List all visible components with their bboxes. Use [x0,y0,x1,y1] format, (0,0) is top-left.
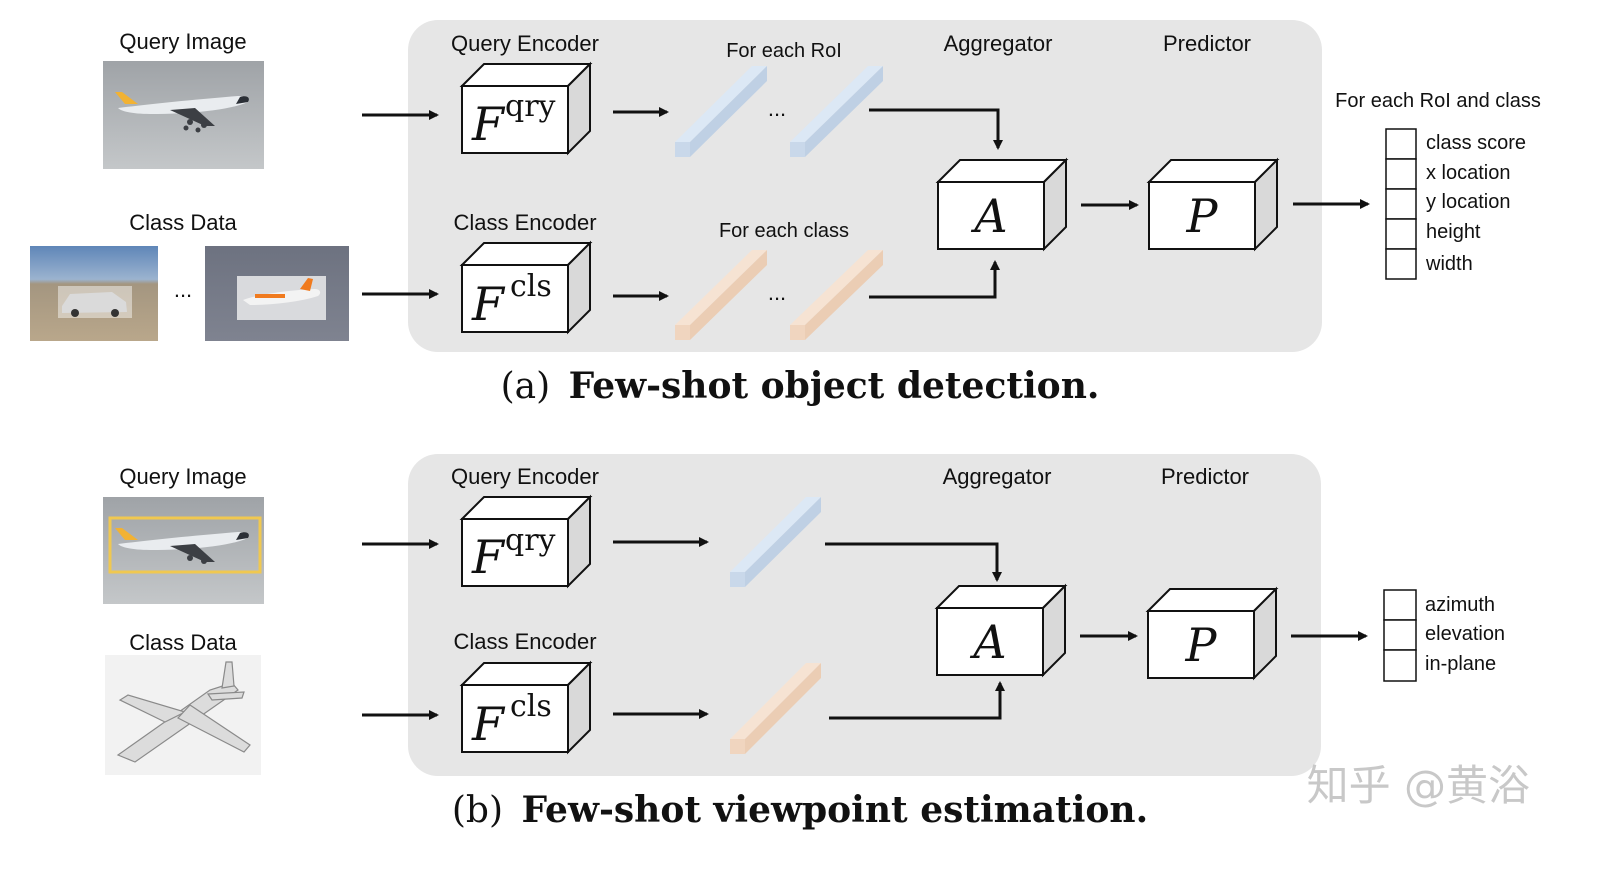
class-feature-b [730,663,821,754]
class-encoder-box-b: F cls [459,660,593,755]
query-encoder-superscript-b: qry [505,523,556,558]
class-encoder-label-b: Class Encoder [453,629,596,654]
query-encoder-label-b: Query Encoder [451,464,599,489]
caption-b-tag: (b) [452,790,503,831]
aggregator-box: A [935,157,1069,252]
query-encoder-label: Query Encoder [451,31,599,56]
output-vector-b [1383,589,1417,682]
cad-model-image [105,655,261,775]
panel-a-background [408,20,1322,352]
aggregator-label-b: Aggregator [943,464,1052,489]
predictor-symbol-b: P [1185,618,1218,672]
aggregator-symbol-b: A [969,615,1006,669]
aggregator-label: Aggregator [944,31,1053,56]
caption-a: (a) Few-shot object detection. [501,365,1100,407]
output-width: width [1425,253,1473,275]
output-azimuth: azimuth [1425,594,1495,616]
query-encoder-symbol-b: F [471,530,506,584]
query-encoder-box: F qry [459,61,593,156]
class-data-label-b: Class Data [129,630,237,655]
roi-feature-ellipsis: ... [768,96,786,121]
bounding-box [108,516,262,574]
class-encoder-symbol: F [471,277,506,331]
watermark: 知乎 @黄浴 [1307,761,1530,810]
class-feature-last [790,250,883,340]
query-encoder-symbol: F [471,97,506,151]
output-x-location: x location [1426,162,1511,184]
class-image-plane [205,246,349,341]
class-image-car [30,246,158,341]
query-feature-b [730,497,821,587]
output-elevation: elevation [1425,623,1505,645]
class-encoder-superscript-b: cls [510,689,552,724]
predictor-symbol: P [1186,189,1219,243]
for-each-roi-label: For each RoI [726,40,842,62]
caption-b: (b) Few-shot viewpoint estimation. [452,789,1148,831]
caption-b-text: Few-shot viewpoint estimation. [521,789,1148,831]
class-feature-ellipsis: ... [768,280,786,305]
output-height: height [1426,221,1481,243]
class-encoder-box: F cls [459,240,593,335]
query-encoder-box-b: F qry [459,494,593,589]
predictor-box: P [1146,157,1280,252]
airplane-icon [115,92,249,133]
panel-b: Query Image Class Data [103,454,1505,831]
aggregator-box-b: A [934,583,1068,678]
panel-b-background [408,454,1321,776]
predictor-label: Predictor [1163,31,1251,56]
class-encoder-label: Class Encoder [453,210,596,235]
for-each-class-label: For each class [719,220,849,242]
query-image-label-b: Query Image [119,464,246,489]
output-vector-a [1385,128,1417,280]
class-data-label: Class Data [129,210,237,235]
aggregator-symbol: A [970,189,1007,243]
output-header: For each RoI and class [1335,90,1541,112]
caption-a-tag: (a) [501,366,551,407]
panel-a: Query Image Class Data ... [30,20,1541,407]
output-y-location: y location [1426,191,1511,213]
output-in-plane: in-plane [1425,653,1496,675]
roi-feature-last [790,66,883,157]
class-encoder-symbol-b: F [471,697,506,751]
output-class-score: class score [1426,132,1526,154]
query-encoder-superscript: qry [505,89,556,124]
query-image-label: Query Image [119,29,246,54]
caption-a-text: Few-shot object detection. [569,365,1100,407]
airplane-icon-b [115,528,249,564]
predictor-label-b: Predictor [1161,464,1249,489]
roi-feature-first [675,66,767,157]
class-encoder-superscript: cls [510,269,552,304]
class-feature-first [675,250,767,340]
query-image-thumbnail [103,61,264,169]
predictor-box-b: P [1145,586,1279,681]
query-image-thumbnail-b [103,497,264,604]
class-data-ellipsis: ... [174,277,192,302]
